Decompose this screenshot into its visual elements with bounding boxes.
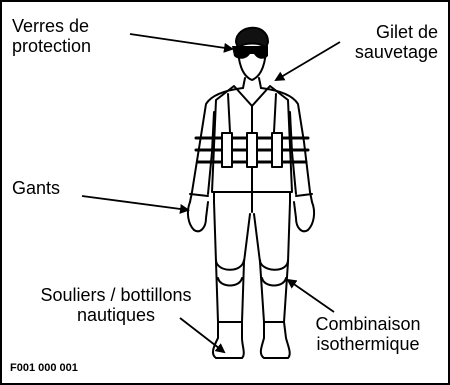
label-boots: Souliers / bottillons nautiques <box>24 285 208 325</box>
left-glove <box>188 202 208 231</box>
arrow-suit <box>288 280 334 312</box>
label-glasses-line1: Verres de <box>12 16 91 36</box>
left-boot <box>213 322 244 358</box>
label-shoes-line1: Souliers / bottillons <box>24 285 208 305</box>
arrow-gloves <box>82 196 188 210</box>
figure-id: F001 000 001 <box>10 362 78 374</box>
label-gloves: Gants <box>12 178 60 198</box>
label-life-vest: Gilet de sauvetage <box>342 22 438 62</box>
label-suit-line1: Combinaison <box>302 314 434 334</box>
right-glove <box>294 202 314 231</box>
right-boot <box>261 322 290 358</box>
label-vest-line2: sauvetage <box>342 42 438 62</box>
sunglasses <box>232 46 268 59</box>
hair <box>236 28 268 48</box>
label-thermal-suit: Combinaison isothermique <box>302 314 434 354</box>
label-protective-glasses: Verres de protection <box>12 16 91 56</box>
arrow-vest <box>276 42 340 80</box>
knee-pads <box>216 260 244 286</box>
label-shoes-line2: nautiques <box>24 305 208 325</box>
legs <box>214 202 250 322</box>
label-suit-line2: isothermique <box>302 334 434 354</box>
label-vest-line1: Gilet de <box>342 22 438 42</box>
label-glasses-line2: protection <box>12 36 91 56</box>
arrow-glasses <box>130 34 232 49</box>
